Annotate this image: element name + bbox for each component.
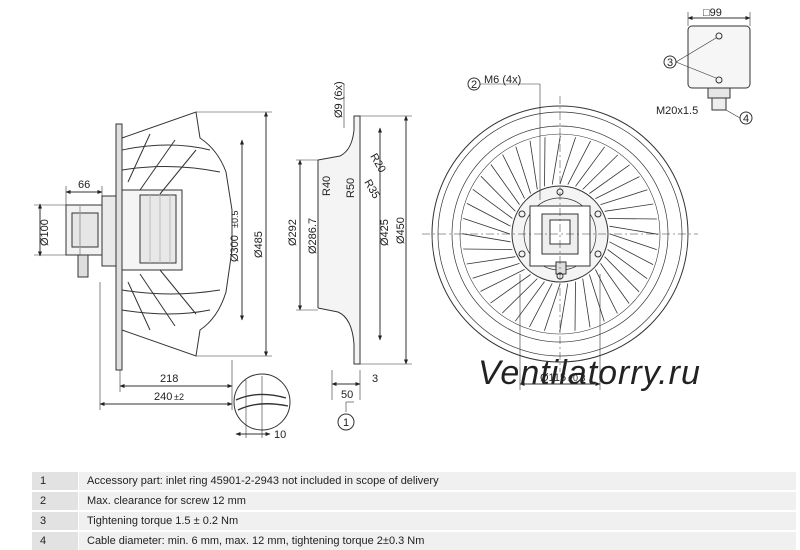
impeller-blade — [589, 274, 605, 322]
impeller-blade — [472, 263, 520, 279]
note-text: Max. clearance for screw 12 mm — [78, 490, 796, 511]
impeller-blade — [463, 248, 513, 250]
impeller-blade — [609, 233, 657, 250]
technical-drawing: Ventilatorry.ru — [34, 7, 753, 441]
impeller-blade — [480, 175, 516, 212]
dim-screw: M6 (4x) — [484, 74, 521, 86]
dim-450: Ø450 — [395, 217, 407, 244]
front-view — [422, 77, 698, 390]
impeller-blade — [472, 188, 513, 219]
front-view-labels: 2 M6 (4x) Ø115 ±0.3 — [471, 74, 585, 384]
impeller-blade — [607, 249, 648, 280]
impeller-blade — [551, 135, 561, 185]
table-row: 2 Max. clearance for screw 12 mm — [32, 490, 796, 511]
dim-gland: M20x1.5 — [656, 105, 698, 117]
impeller-blade — [582, 154, 619, 190]
inlet-ring-section — [296, 84, 412, 431]
impeller-blade — [567, 140, 591, 185]
impeller-blade — [559, 283, 569, 333]
impeller-blade — [600, 189, 648, 205]
dim-motor-diameter: Ø100 — [39, 219, 51, 246]
impeller-blade — [589, 164, 630, 194]
side-view-labels: Ø100 66 Ø300 ±0.5 Ø485 218 240 ±2 10 — [39, 179, 286, 441]
impeller-blade — [544, 283, 561, 331]
impeller-blade — [575, 146, 606, 187]
impeller-blade — [529, 283, 553, 328]
dim-r40: R40 — [321, 176, 333, 196]
tol-240: ±2 — [174, 392, 184, 402]
dim-detail-10: 10 — [274, 429, 286, 441]
terminal-box-labels: □99 3 M20x1.5 4 — [656, 7, 749, 125]
callout-1: 1 — [343, 417, 349, 429]
impeller-blade — [595, 269, 618, 314]
impeller-blade — [574, 281, 576, 331]
dim-box-size: □99 — [703, 7, 722, 19]
side-view — [34, 111, 291, 438]
dim-292: Ø292 — [287, 219, 299, 246]
dim-240: 240 — [154, 391, 172, 403]
impeller-blade — [514, 281, 545, 322]
note-number: 3 — [32, 510, 79, 531]
table-row: 1 Accessory part: inlet ring 45901-2-294… — [32, 472, 796, 491]
note-text: Cable diameter: min. 6 mm, max. 12 mm, t… — [78, 530, 796, 550]
callout-2: 2 — [471, 79, 477, 91]
impeller-blade — [604, 203, 654, 212]
dim-286-7: Ø286.7 — [307, 218, 319, 254]
callout-4: 4 — [743, 113, 749, 125]
dim-485: Ø485 — [253, 231, 265, 258]
tol-115: ±0.3 — [568, 373, 585, 383]
impeller-blade — [461, 233, 511, 243]
impeller-blade — [490, 274, 531, 304]
impeller-blade — [544, 137, 546, 187]
impeller-blade — [501, 278, 538, 314]
dim-r50: R50 — [345, 178, 357, 198]
impeller-blade — [582, 278, 591, 328]
watermark: Ventilatorry.ru — [478, 354, 701, 392]
dim-300: Ø300 — [229, 235, 241, 262]
impeller-blade — [607, 218, 657, 220]
impeller-blade — [490, 164, 520, 205]
dim-3: 3 — [372, 373, 378, 385]
tol-300: ±0.5 — [230, 211, 240, 228]
impeller-blade — [515, 146, 531, 194]
impeller-blade — [502, 154, 525, 199]
impeller-blade — [609, 225, 659, 235]
impeller-blade — [466, 203, 511, 227]
dim-425: Ø425 — [379, 219, 391, 246]
note-number: 4 — [32, 530, 79, 550]
callout-3: 3 — [667, 57, 673, 69]
dim-50: 50 — [341, 389, 353, 401]
dim-66: 66 — [78, 179, 90, 191]
impeller-blade — [595, 176, 640, 199]
impeller-blade — [480, 269, 525, 292]
impeller-blade — [463, 218, 511, 235]
impeller-blade — [529, 140, 538, 190]
impeller-blade — [600, 263, 630, 304]
notes-table: 1 Accessory part: inlet ring 45901-2-294… — [32, 472, 796, 550]
table-row: 4 Cable diameter: min. 6 mm, max. 12 mm,… — [32, 530, 796, 550]
impeller-blade — [466, 256, 516, 265]
impeller-blade — [609, 241, 654, 265]
dim-r20: R20 — [367, 152, 387, 175]
dim-115: Ø115 — [540, 372, 566, 384]
note-number: 1 — [32, 472, 79, 491]
table-row: 3 Tightening torque 1.5 ± 0.2 Nm — [32, 510, 796, 531]
dim-holes: Ø9 (6x) — [333, 81, 345, 118]
note-number: 2 — [32, 490, 79, 511]
note-text: Accessory part: inlet ring 45901-2-2943 … — [78, 472, 796, 491]
impeller-blade — [604, 256, 640, 293]
dim-218: 218 — [160, 373, 178, 385]
impeller-blade — [559, 137, 576, 185]
terminal-box — [663, 12, 753, 125]
dim-r35: R35 — [361, 178, 381, 201]
note-text: Tightening torque 1.5 ± 0.2 Nm — [78, 510, 796, 531]
